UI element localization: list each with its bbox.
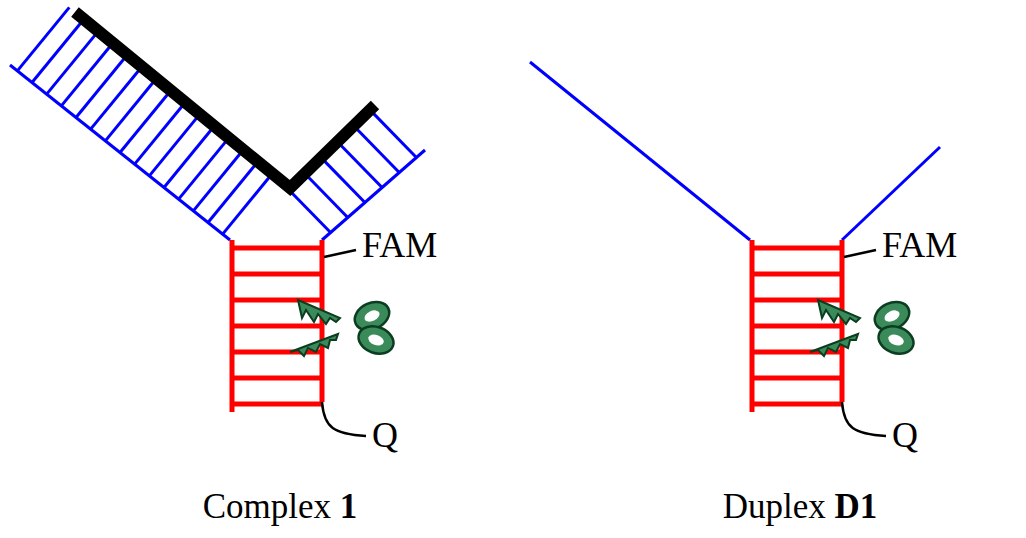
base-pair-hatch (135, 102, 186, 164)
base-pair-hatch (47, 31, 99, 94)
quencher-label: Q (372, 416, 398, 456)
base-pair-hatch (32, 19, 84, 82)
base-pair-hatch (76, 55, 127, 118)
red-duplex (232, 240, 322, 412)
base-pair-hatch (120, 90, 171, 152)
base-pair-hatch (105, 79, 156, 141)
base-pair-hatch (208, 162, 258, 223)
blue-strand (530, 62, 750, 240)
scissors-symbol (810, 297, 917, 359)
caption: Duplex D1 (723, 488, 878, 527)
leader-line (844, 250, 876, 257)
target-strand (75, 12, 375, 188)
quencher-leader (322, 402, 366, 436)
quencher-label: Q (892, 416, 918, 456)
quencher-leader (842, 402, 886, 436)
red-duplex (752, 240, 842, 412)
base-pair-hatch (179, 138, 229, 199)
fluorophore-label: FAM (362, 226, 437, 266)
base-pair-hatch (223, 174, 273, 235)
base-pair-hatch (91, 67, 142, 129)
caption: Complex 1 (203, 488, 358, 527)
base-pair-hatch (149, 114, 199, 176)
base-pair-hatch (193, 150, 243, 211)
blue-strand (10, 65, 230, 240)
base-pair-hatch (289, 189, 331, 232)
base-pair-hatch (370, 110, 416, 158)
base-pair-hatch (17, 7, 69, 70)
hatch-group (17, 7, 416, 234)
base-pair-hatch (164, 126, 214, 187)
fluorophore-label: FAM (882, 226, 957, 266)
leader-line (324, 250, 356, 257)
base-pair-hatch (61, 43, 112, 106)
scissors-symbol (290, 297, 397, 359)
